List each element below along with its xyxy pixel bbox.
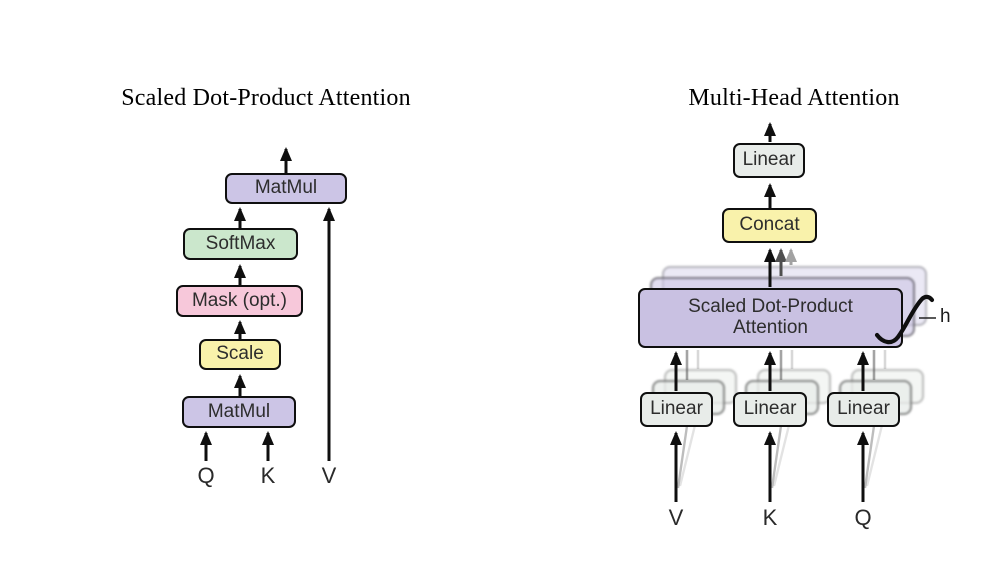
linear-k-label: Linear [743,398,797,420]
linear-v-box: Linear [640,392,713,427]
concat-label: Concat [739,214,800,236]
scale-label: Scale [216,343,264,365]
scale-box: Scale [199,339,281,370]
linear-k-box: Linear [733,392,807,427]
scaled-dot-product-attention-box: Scaled Dot-Product Attention [638,288,903,348]
concat-box: Concat [722,208,817,243]
linear-q-label: Linear [837,398,890,420]
left-diagram-title: Scaled Dot-Product Attention [121,85,411,111]
head-count-label: h [940,306,951,327]
softmax-box: SoftMax [183,228,298,260]
matmul-top-label: MatMul [254,177,318,199]
matmul-bottom-label: MatMul [207,400,271,422]
sdpa-label-line1: Scaled Dot-Product [688,296,853,318]
k-input-label-right: K [762,505,778,530]
mask-box: Mask (opt.) [176,285,303,317]
fan-line [863,418,877,489]
softmax-label: SoftMax [205,232,276,254]
q-input-label-right: Q [854,505,872,530]
matmul-top-box: MatMul [225,173,347,204]
linear-out-box: Linear [733,143,805,178]
fan-line [676,418,690,489]
linear-out-label: Linear [742,149,796,171]
v-input-label-right: V [668,505,684,530]
input-fan-lines-dark [676,418,877,489]
linear-q-box: Linear [827,392,900,427]
q-input-label: Q [197,463,215,488]
sdpa-label-line2: Attention [733,317,808,338]
mask-label: Mask (opt.) [191,289,288,311]
v-input-label: V [321,463,337,488]
matmul-bottom-box: MatMul [182,396,296,428]
right-diagram-title: Multi-Head Attention [688,85,900,111]
stack-connector-lines-light [696,350,887,369]
linear-v-label: Linear [650,398,703,420]
k-input-label: K [260,463,276,488]
fan-line [770,418,784,489]
